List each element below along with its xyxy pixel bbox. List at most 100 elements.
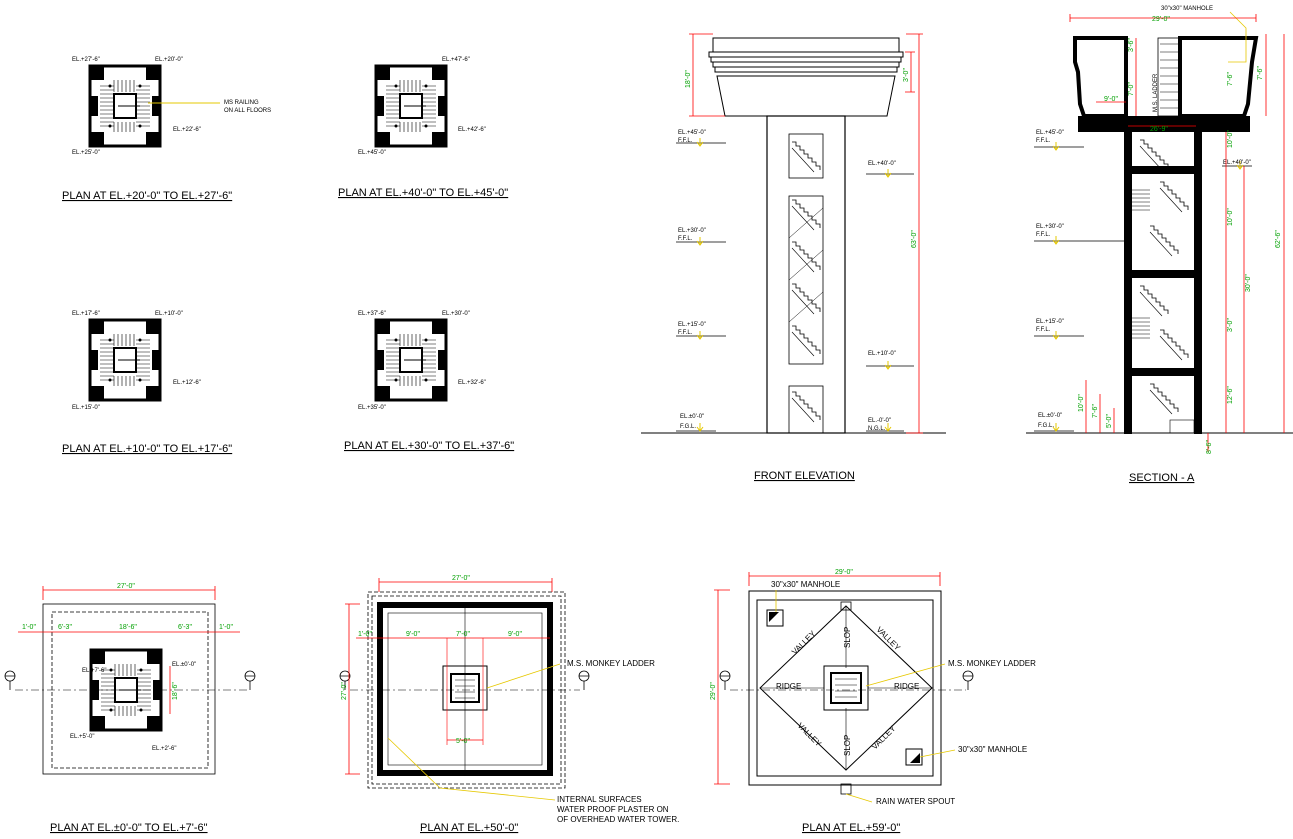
front-elevation: EL.+45'-0" F.F.L. EL.+30'-0" F.F.L. EL.+… [641, 33, 946, 482]
plan50-d4: 9'-0" [508, 631, 522, 638]
plan4-tr-label: EL.+30'-0" [442, 311, 470, 317]
front-title: FRONT ELEVATION [754, 470, 855, 482]
plan59-slope1: SLOP [843, 627, 852, 648]
plan0-title: PLAN AT EL.±0'-0" TO EL.+7'-6" [50, 822, 208, 834]
sec-v9: 3'-0" [1227, 318, 1234, 332]
plan3-title: PLAN AT EL.+10'-0" TO EL.+17'-6" [62, 443, 232, 455]
plan0-bl: EL.+5'-0" [70, 734, 94, 740]
plan59-valley4: VALLEY [870, 724, 898, 752]
plan59-valley3: VALLEY [796, 721, 824, 749]
plan0-tl: EL.+7'-6" [82, 668, 106, 674]
plan50-note3: OF OVERHEAD WATER TOWER. [557, 815, 679, 824]
front-r2: EL.+10'-0" [868, 351, 896, 357]
plan1-title: PLAN AT EL.+20'-0" TO EL.+27'-6" [62, 190, 232, 202]
front-l4: EL.±0'-0" [680, 414, 704, 420]
sec-v3: 10'-0" [1227, 208, 1234, 226]
front-d-total: 63'-0" [911, 230, 918, 248]
sec-l2: EL.+30'-0" [1036, 224, 1064, 230]
plan3-tl-label: EL.+17'-6" [72, 311, 100, 317]
plan2-title: PLAN AT EL.+40'-0" TO EL.+45'-0" [338, 187, 508, 199]
sec-v10: 7'-0" [1128, 82, 1135, 96]
front-r1: EL.+40'-0" [868, 161, 896, 167]
plan0-d2: 6'-3" [58, 624, 72, 631]
plan3-tr-label: EL.+10'-0" [155, 311, 183, 317]
sec-l2b: F.F.L. [1036, 232, 1051, 238]
sec-v5: 7'-6" [1227, 72, 1234, 86]
plan2-tr-label: EL.+47'-6" [442, 57, 470, 63]
sec-w2: 9'-0" [1104, 96, 1118, 103]
sec-l4: EL.±0'-0" [1038, 413, 1062, 419]
plan50-dh: 5'-0" [456, 738, 470, 745]
section-a: EL.+45'-0" F.F.L. EL.+30'-0" F.F.L. EL.+… [1026, 6, 1293, 484]
sec-r1: EL.+40'-0" [1223, 160, 1251, 166]
plan59-manhole2: 30"x30" MANHOLE [958, 745, 1027, 754]
sec-v7: 7'-6" [1257, 66, 1264, 80]
plan50-note2: WATER PROOF PLASTER ON [557, 805, 669, 814]
plan0-d1: 1'-0" [22, 624, 36, 631]
plan50-title: PLAN AT EL.+50'-0" [420, 822, 518, 834]
front-l1b: F.F.L. [678, 138, 693, 144]
plan59-ridge2: RIDGE [894, 682, 919, 691]
sec-l3b: F.F.L. [1036, 327, 1051, 333]
plan2-bl-label: EL.+45'-0" [358, 150, 386, 156]
front-r3b: N.G.L. [868, 426, 886, 432]
sec-v13: 7'-6" [1092, 404, 1099, 418]
plan1-note2: ON ALL FLOORS [224, 108, 271, 114]
front-l2b: F.F.L. [678, 236, 693, 242]
plan-20-27: EL.+27'-6" EL.+20'-0" EL.+22'-6" EL.+25'… [62, 57, 271, 202]
sec-v14: 5'-0" [1106, 414, 1113, 428]
plan50-dv: 27'-0" [341, 682, 348, 700]
front-l3b: F.F.L. [678, 330, 693, 336]
front-d-small: 3'-0" [903, 68, 910, 82]
sec-l4b: F.G.L. [1038, 423, 1054, 429]
sec-v1: 10'-0" [1227, 130, 1234, 148]
sec-v6: 62'-6" [1275, 230, 1282, 248]
sec-v11: 10'-0" [1078, 394, 1085, 412]
front-l3: EL.+15'-0" [678, 322, 706, 328]
plan59-w: 29'-0" [835, 569, 853, 576]
plan-0-7: 27'-0" 1'-0" 6'-3" 18'-6" 6'-3" 1'-0" 18… [4, 583, 256, 834]
sec-ladder: M.S. LADDER [1153, 73, 1159, 112]
plan59-slope2: SLOP [843, 735, 852, 756]
plan0-w: 27'-0" [117, 583, 135, 590]
plan1-bl-label: EL.+25'-0" [72, 150, 100, 156]
plan-50: 27'-0" 1'-0" 9'-0" 7'-0" 9'-0" 5'-0" 27'… [339, 575, 679, 834]
plan4-tl-label: EL.+37'-6" [358, 311, 386, 317]
plan3-br-label: EL.+12'-6" [173, 380, 201, 386]
plan50-d1: 1'-0" [358, 631, 372, 638]
plan-40-45: EL.+47'-6" EL.+42'-6" EL.+45'-0" PLAN AT… [338, 57, 508, 199]
plan50-w: 27'-0" [452, 575, 470, 582]
plan59-dv: 29'-0" [710, 682, 717, 700]
plan0-d3: 18'-6" [119, 624, 137, 631]
sec-l1: EL.+45'-0" [1036, 130, 1064, 136]
plan0-d5: 1'-0" [219, 624, 233, 631]
plan59-manhole: 30"x30" MANHOLE [771, 580, 840, 589]
plan59-valley2: VALLEY [875, 625, 903, 653]
plan1-br-label: EL.+22'-6" [173, 127, 201, 133]
plan59-ladder: M.S. MONKEY LADDER [948, 659, 1036, 668]
plan50-d3: 7'-0" [456, 631, 470, 638]
plan0-dv: 18'-6" [172, 682, 179, 700]
sec-w1: 29'-0" [1152, 16, 1170, 23]
plan4-br-label: EL.+32'-6" [458, 380, 486, 386]
plan-30-37: EL.+37'-6" EL.+30'-0" EL.+32'-6" EL.+35'… [344, 311, 514, 452]
sec-l3: EL.+15'-0" [1036, 319, 1064, 325]
sec-l1b: F.F.L. [1036, 138, 1051, 144]
section-title: SECTION - A [1129, 472, 1195, 484]
plan59-ridge1: RIDGE [776, 682, 801, 691]
plan59-title: PLAN AT EL.+59'-0" [802, 822, 900, 834]
sec-v2: 30'-0" [1245, 274, 1252, 292]
plan0-d4: 6'-3" [178, 624, 192, 631]
sec-w3: 26'-9" [1150, 126, 1168, 133]
front-r3: EL.-0'-0" [868, 418, 891, 424]
front-l4b: F.G.L. [680, 424, 696, 430]
front-l1: EL.+45'-0" [678, 130, 706, 136]
plan4-title: PLAN AT EL.+30'-0" TO EL.+37'-6" [344, 440, 514, 452]
sec-v4: 12'-6" [1227, 386, 1234, 404]
plan3-bl-label: EL.+15'-0" [72, 405, 100, 411]
sec-v8: 3'-6" [1128, 38, 1135, 52]
plan0-tr: EL.±0'-0" [172, 662, 196, 668]
plan50-ladder: M.S. MONKEY LADDER [567, 659, 655, 668]
plan1-note1: MS RAILING [224, 100, 259, 106]
